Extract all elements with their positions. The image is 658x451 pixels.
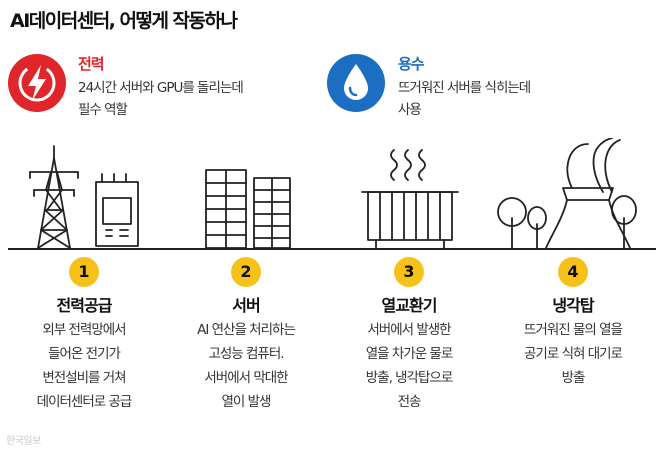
cooling-tower-icon [497, 138, 637, 249]
step-2-description: AI 연산을 처리하는 고성능 컴퓨터. 서버에서 막대한 열이 발생 [197, 322, 296, 410]
step-1-number: 1 [69, 257, 99, 287]
water-description: 뜨거워진 서버를 식히는데 사용 [398, 80, 531, 118]
step-4-number: 4 [558, 257, 588, 287]
step-3-number: 3 [394, 257, 424, 287]
step-2-number: 2 [231, 257, 261, 287]
step-1-title: 전력공급 [56, 296, 113, 315]
power-label: 전력 [78, 55, 105, 73]
power-description: 24시간 서버와 GPU를 돌리는데 필수 역할 [78, 80, 244, 118]
step-4-title: 냉각탑 [552, 296, 594, 315]
step-3-title: 열교환기 [381, 296, 438, 315]
step-2-title: 서버 [232, 296, 260, 315]
water-label: 용수 [398, 55, 425, 73]
heat-exchanger-icon [361, 149, 459, 249]
process-illustration [29, 138, 637, 249]
step-1-description: 외부 전력망에서 들어온 전기가 변전설비를 거쳐 데이터센터로 공급 [36, 322, 133, 410]
source-credit: 한국일보 [6, 436, 41, 447]
lightning-icon [8, 54, 66, 112]
page-title: AI데이터센터, 어떻게 작동하나 [10, 10, 238, 32]
step-3-description: 서버에서 발생한 열을 차가운 물로 방출, 냉각탑으로 전송 [365, 322, 454, 410]
ground-line [8, 248, 656, 250]
transformer-icon [95, 173, 139, 247]
step-4-description: 뜨거워진 물의 열을 공기로 식혀 대기로 방출 [524, 322, 623, 386]
transmission-tower-icon [29, 145, 79, 249]
server-rack-icon [205, 169, 291, 249]
water-drop-icon [327, 54, 385, 112]
